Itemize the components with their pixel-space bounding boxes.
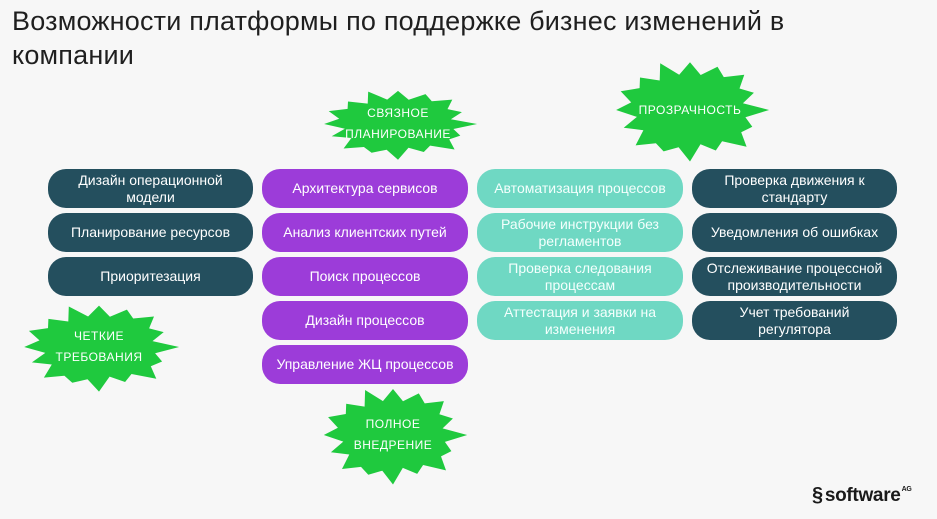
burst-transparency: ПРОЗРАЧНОСТЬ <box>610 58 770 162</box>
pill-service-architecture: Архитектура сервисов <box>262 169 468 208</box>
logo-suffix: AG <box>901 486 912 493</box>
pill-operating-model-design: Дизайн операционной модели <box>48 169 253 208</box>
starburst-shape <box>616 62 770 162</box>
pill-process-lifecycle-management: Управление ЖЦ процессов <box>262 345 468 384</box>
logo-brand: software <box>824 485 901 506</box>
burst-label: ЧЕТКИЕ ТРЕБОВАНИЯ <box>55 329 143 364</box>
software-ag-logo: §softwareAG <box>812 484 912 507</box>
pill-standard-progress-check: Проверка движения к стандарту <box>692 169 897 208</box>
pill-process-automation: Автоматизация процессов <box>477 169 683 208</box>
pill-resource-planning: Планирование ресурсов <box>48 213 253 252</box>
starburst-shape <box>24 305 180 392</box>
pill-attestation-change-requests: Аттестация и заявки на изменения <box>477 301 683 340</box>
pill-process-compliance-check: Проверка следования процессам <box>477 257 683 296</box>
slide-title: Возможности платформы по поддержке бизне… <box>12 6 785 70</box>
pill-customer-journey-analysis: Анализ клиентских путей <box>262 213 468 252</box>
software-ag-logo-mark-icon: § <box>812 484 823 506</box>
burst-label: ПОЛНОЕ ВНЕДРЕНИЕ <box>353 417 433 452</box>
pill-process-discovery: Поиск процессов <box>262 257 468 296</box>
pill-process-design: Дизайн процессов <box>262 301 468 340</box>
burst-clear-requirements: ЧЕТКИЕ ТРЕБОВАНИЯ <box>18 302 180 392</box>
pill-process-performance-tracking: Отслеживание процессной производительнос… <box>692 257 897 296</box>
burst-label: ПРОЗРАЧНОСТЬ <box>638 102 742 117</box>
burst-coherent-planning: СВЯЗНОЕ ПЛАНИРОВАНИЕ <box>318 88 478 160</box>
burst-label: СВЯЗНОЕ ПЛАНИРОВАНИЕ <box>345 106 451 141</box>
starburst-shape <box>323 389 468 485</box>
pill-regulatory-requirements: Учет требований регулятора <box>692 301 897 340</box>
starburst-shape <box>324 90 478 160</box>
pill-error-notifications: Уведомления об ошибках <box>692 213 897 252</box>
burst-full-implementation: ПОЛНОЕ ВНЕДРЕНИЕ <box>318 385 468 485</box>
pill-work-instructions: Рабочие инструкции без регламентов <box>477 213 683 252</box>
pill-prioritization: Приоритезация <box>48 257 253 296</box>
